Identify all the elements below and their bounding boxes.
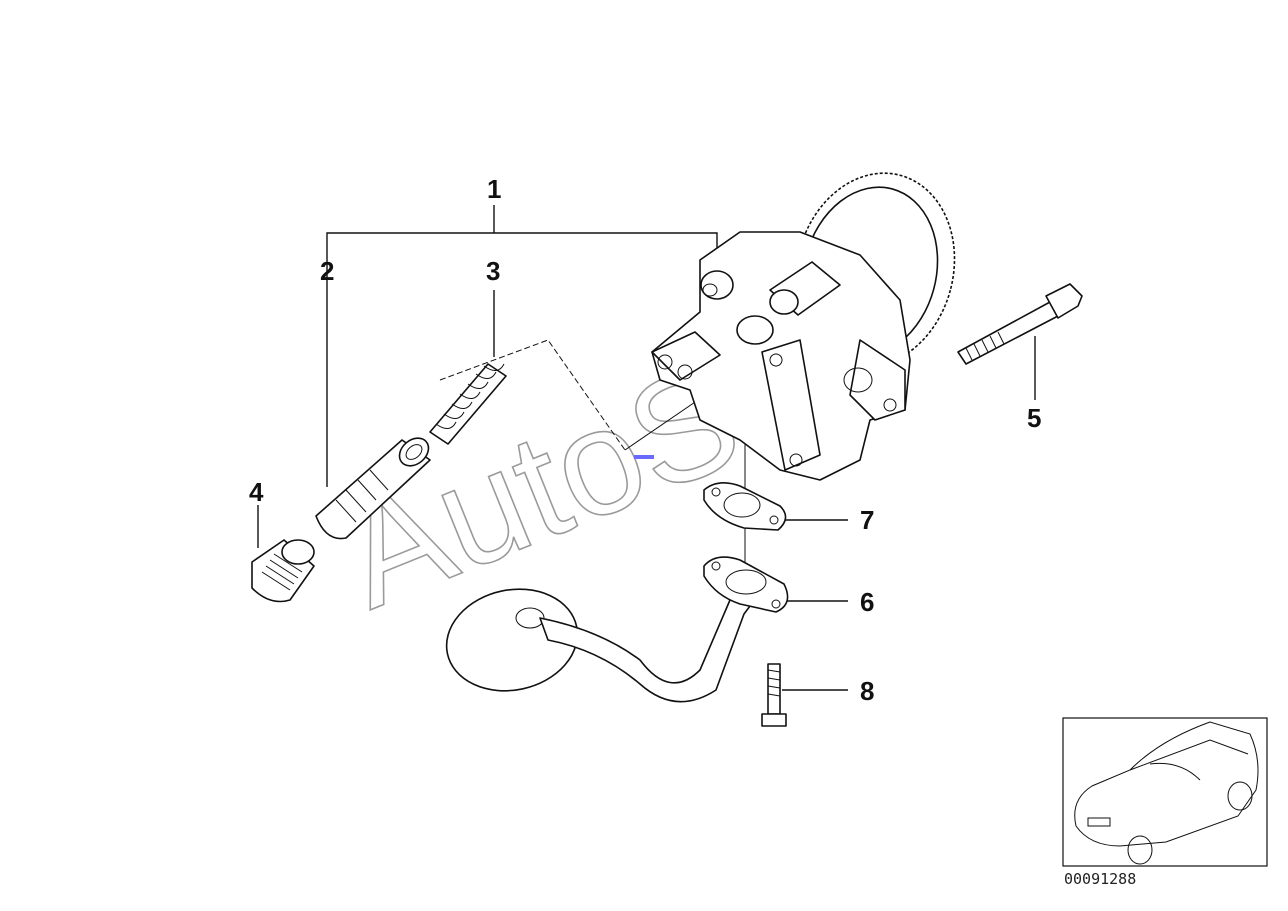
pressure-relief-spring (429, 363, 507, 445)
callout-7[interactable]: 7 (860, 505, 875, 535)
callout-8[interactable]: 8 (860, 676, 875, 706)
callout-4[interactable]: 4 (249, 477, 264, 507)
hex-bolt-short (761, 663, 787, 727)
gasket (703, 482, 787, 531)
hex-bolt-long (957, 283, 1083, 365)
callout-1[interactable]: 1 (487, 174, 502, 204)
relief-valve-piston (315, 437, 431, 540)
oil-suction-pipe (445, 556, 789, 703)
callout-6[interactable]: 6 (860, 587, 875, 617)
callout-2[interactable]: 2 (320, 256, 335, 286)
diagram-part-number: 00091288 (1064, 870, 1137, 888)
oil-pump (651, 172, 956, 481)
center-marker (634, 455, 654, 459)
screw-plug (251, 539, 315, 603)
vehicle-thumbnail (1062, 717, 1268, 867)
callout-3[interactable]: 3 (486, 256, 501, 286)
callout-5[interactable]: 5 (1027, 403, 1042, 433)
